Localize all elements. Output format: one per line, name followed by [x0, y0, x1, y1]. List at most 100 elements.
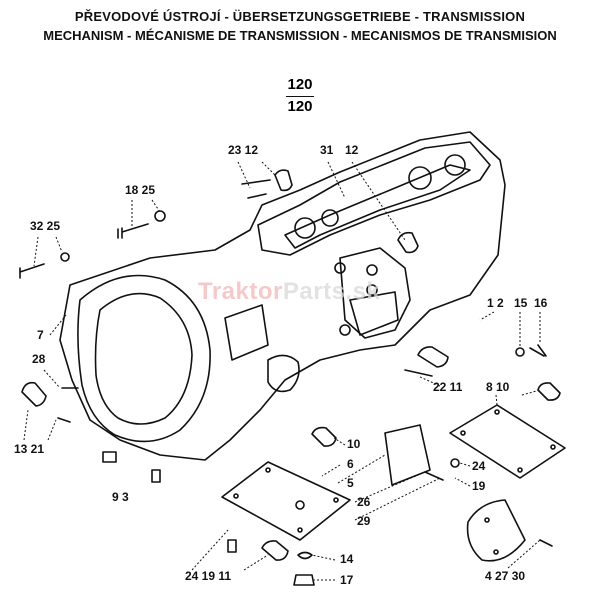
washer-25 [154, 210, 166, 222]
gasket-5 [384, 424, 431, 486]
leader-26 [354, 471, 426, 503]
bolt-30 [539, 539, 553, 547]
leader-11 [243, 554, 269, 571]
boss-2 [366, 264, 378, 276]
leader-31 [327, 161, 346, 199]
leader-1 [479, 311, 495, 321]
leader-13 [23, 409, 29, 441]
title-line-2: MECHANISM - MÉCANISME DE TRANSMISSION - … [43, 28, 557, 43]
bolt-3 [151, 469, 161, 483]
leader-19a [454, 477, 471, 487]
leader-7 [49, 314, 67, 336]
round-cover-hole-2 [493, 549, 499, 555]
callout-22-11: 22 11 [433, 380, 463, 394]
nut-17 [293, 574, 315, 586]
leader-23 [237, 161, 251, 189]
breather-cap-12 [397, 231, 419, 254]
breather-cap-10-top [311, 426, 337, 447]
stud-21 [57, 417, 71, 423]
leader-8 [495, 394, 498, 406]
bell-housing-inner [94, 292, 193, 425]
callout-7: 7 [37, 328, 44, 342]
boss-1 [334, 262, 346, 274]
leader-12a [261, 161, 277, 177]
round-cover-4 [466, 499, 526, 562]
dowel-22 [404, 369, 433, 377]
washer-24 [450, 458, 460, 468]
callout-12: 12 [345, 143, 359, 157]
breather-cap-11 [261, 540, 289, 561]
top-cover-rim [257, 141, 491, 256]
washer-25b [60, 252, 70, 262]
bolt-9 [102, 451, 117, 463]
gear-1 [294, 217, 316, 239]
callout-17: 17 [340, 573, 354, 587]
bolt-29 [424, 471, 444, 481]
bolt-19 [227, 539, 237, 553]
callout-9-3: 9 3 [112, 490, 129, 504]
leader-25 [151, 199, 161, 213]
washer-14 [297, 551, 313, 560]
bolt-18 [117, 223, 149, 239]
round-cover-hole-1 [484, 517, 490, 523]
right-flange-plate [349, 291, 399, 336]
side-boss [267, 354, 300, 393]
callout-10: 10 [347, 437, 361, 451]
bell-housing [77, 274, 211, 443]
leader-28 [43, 369, 61, 389]
side-window [224, 304, 269, 361]
leader-14 [311, 554, 336, 561]
housing-outline [59, 131, 506, 461]
callout-16: 16 [534, 296, 548, 310]
gear-2 [321, 209, 339, 227]
watermark-part-2: Parts.sk [282, 278, 381, 305]
cover-plate-6 [221, 461, 351, 541]
plate-6-hole-4 [297, 527, 303, 533]
plate-6-hole-3 [333, 497, 339, 503]
leader-24b [191, 529, 229, 571]
watermark-part-1: Traktor [198, 278, 283, 305]
plate-8-hole-4 [517, 467, 523, 473]
gear-3 [408, 166, 432, 190]
boss-4 [339, 324, 351, 336]
breather-cap-23 [274, 169, 293, 192]
callout-18-25: 18 25 [125, 183, 156, 197]
callout-6: 6 [347, 457, 354, 471]
leader-24a [459, 462, 471, 467]
watermark: TraktorParts.sk [198, 278, 380, 306]
callout-19: 19 [472, 479, 486, 493]
leader-25b [55, 236, 63, 253]
right-flange [339, 247, 411, 339]
callout-4-27-30: 4 27 30 [485, 569, 526, 583]
callout-1-2: 1 2 [487, 296, 504, 310]
callout-15: 15 [514, 296, 528, 310]
leader-32 [33, 236, 39, 267]
breather-cap-left [21, 381, 47, 407]
leader-6 [321, 464, 341, 477]
stud-23 [241, 179, 271, 185]
title-line-1: PŘEVODOVÉ ÚSTROJÍ - ÜBERSETZUNGSGETRIEBE… [74, 9, 526, 24]
leader-22 [417, 375, 441, 387]
bolt-32 [19, 263, 45, 279]
page-fraction-line [286, 96, 314, 97]
plate-6-center [295, 500, 305, 510]
leader-27 [507, 539, 541, 569]
plate-8-hole-1 [460, 430, 466, 436]
page-number-bottom: 120 [287, 98, 313, 115]
leader-10a [521, 389, 541, 396]
callout-24-19-11: 24 19 11 [185, 569, 232, 583]
page-number-top: 120 [287, 76, 313, 93]
breather-cap-8 [537, 382, 561, 401]
cover-plate-8 [449, 404, 566, 479]
top-cover-inner [284, 164, 471, 249]
callout-5: 5 [347, 476, 354, 490]
stud-23b [247, 193, 267, 199]
leader-5 [337, 454, 386, 484]
callout-14: 14 [340, 552, 354, 566]
breather-cap-22 [417, 346, 449, 368]
callout-31: 31 [320, 143, 334, 157]
callout-8-10: 8 10 [486, 380, 510, 394]
gear-4 [444, 154, 466, 176]
washer-15 [515, 347, 525, 357]
